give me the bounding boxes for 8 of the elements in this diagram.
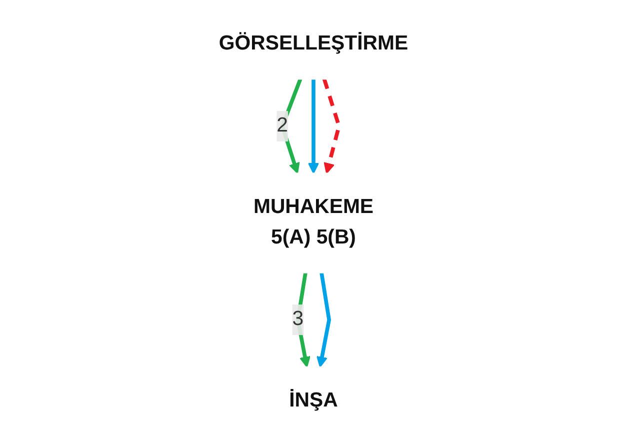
edge-label: 2 xyxy=(276,114,288,136)
arrow xyxy=(322,78,341,174)
node-text: GÖRSELLEŞTİRME xyxy=(218,33,408,55)
arrow xyxy=(308,79,320,174)
node-text: İNŞA xyxy=(289,390,338,412)
edge-label: 3 xyxy=(292,308,304,330)
arrow xyxy=(316,272,332,368)
node-text: MUHAKEME 5(A) 5(B) xyxy=(253,196,374,248)
